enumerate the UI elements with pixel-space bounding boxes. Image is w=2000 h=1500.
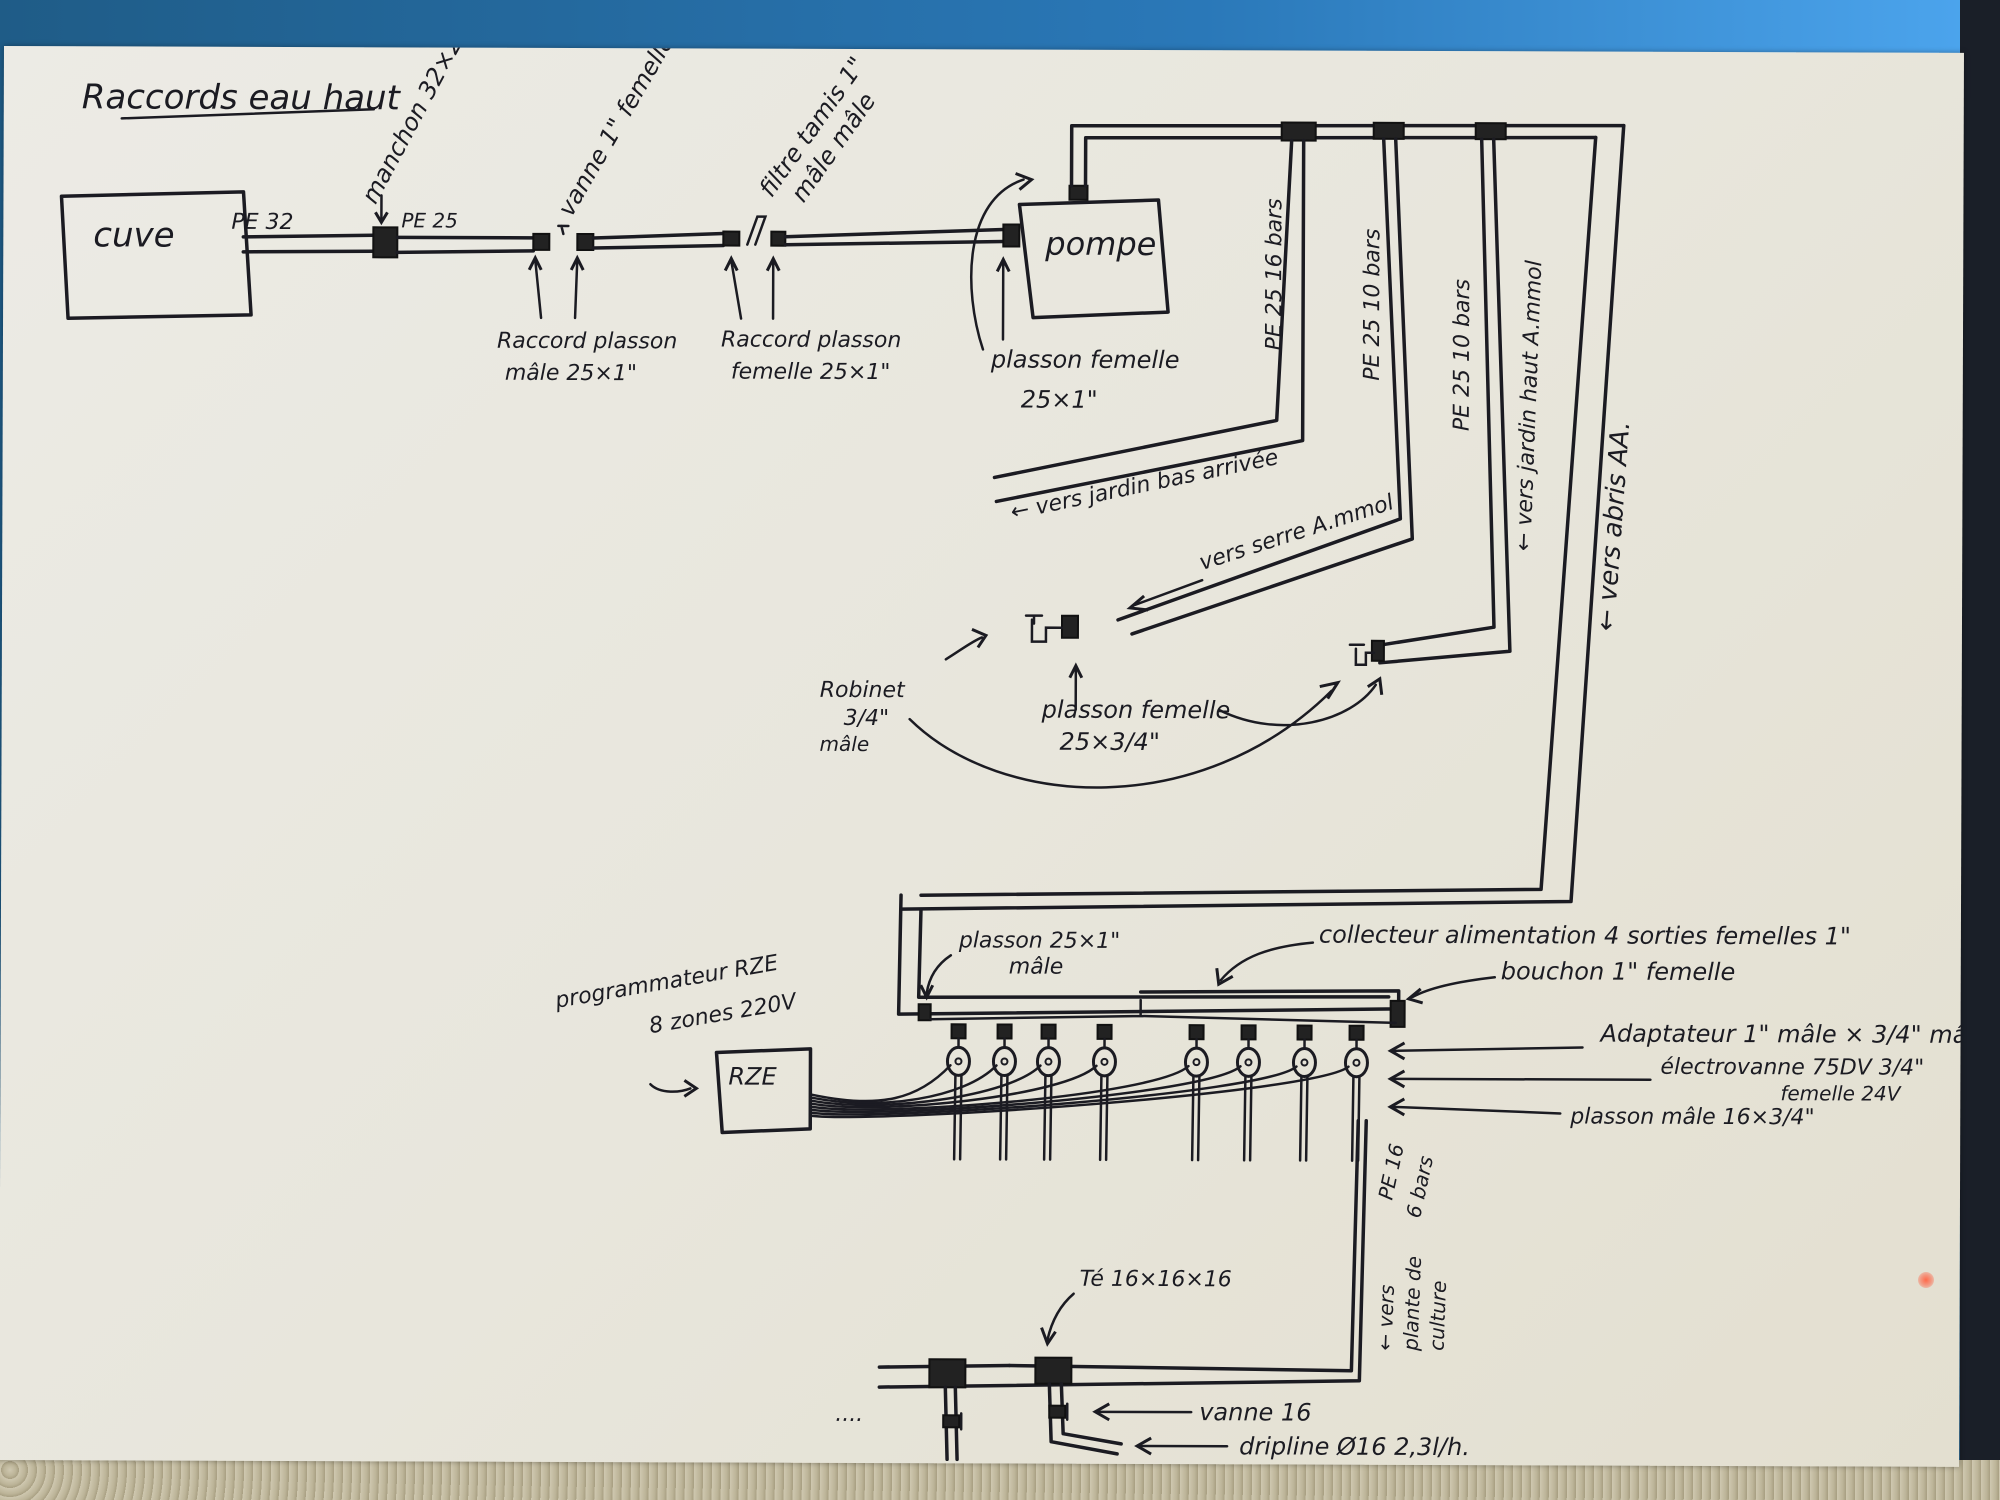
annotation-ellipsis: ....	[835, 1402, 863, 1427]
annotation-vanne: vanne 1" femelle femelle	[552, 46, 728, 221]
annotation-plasson-fem-pump-2: 25×1"	[1021, 386, 1098, 414]
pump-label: pompe	[1044, 225, 1156, 263]
control-wire	[811, 1064, 1042, 1107]
solenoid-valve-1	[811, 1023, 971, 1161]
solenoid-valve-5	[811, 1024, 1209, 1162]
annotation-vers-plante-1: ← vers	[1372, 1284, 1399, 1351]
annotation-vers-plante-3: culture	[1424, 1280, 1451, 1351]
annotation-raccord-fem-2: femelle 25×1"	[731, 360, 891, 386]
pipe-label-pe32: PE 32	[231, 210, 293, 235]
annotation-programmateur-2: 8 zones 220V	[647, 989, 800, 1039]
valve-handle	[557, 224, 570, 236]
pipe-label-pe25-16: PE 25 16 bars	[1262, 198, 1288, 350]
title-underline	[120, 108, 376, 120]
annotation-plasson-male-25-2: mâle	[1009, 955, 1064, 980]
annotation-vers-jardin-bas: ← vers jardin bas arrivée	[1008, 445, 1280, 525]
annotation-vers-jardin-haut: ← vers jardin haut A.mmol	[1511, 260, 1547, 552]
tap-jardin-haut	[1348, 643, 1376, 667]
annotation-adaptateur: Adaptateur 1" mâle × 3/4" mâle	[1599, 1020, 1964, 1049]
annotation-robinet-3: mâle	[820, 732, 870, 756]
collector-manifold	[896, 893, 1406, 1028]
annotation-raccord-male-1: Raccord plasson	[497, 329, 677, 355]
solenoid-valve-8	[811, 1024, 1369, 1162]
pe16-drip-line	[877, 1118, 1369, 1462]
annotation-collecteur: collecteur alimentation 4 sorties femell…	[1319, 921, 1851, 951]
annotation-manchon: manchon 32×25	[356, 46, 475, 208]
distribution-header	[899, 121, 1626, 911]
solenoid-valve-7	[811, 1024, 1317, 1162]
reducer-fitting	[372, 226, 399, 259]
control-wire	[811, 1065, 1298, 1116]
annotation-plasson-fem-pump-1: plasson femelle	[990, 345, 1180, 374]
plumbing-diagram: Raccords eau haut cuve PE 32 PE 25 manch…	[59, 46, 1964, 1462]
pointer-arrows-main	[534, 178, 1025, 351]
filter-fitting-left	[722, 230, 741, 247]
pump: pompe	[1017, 184, 1170, 320]
pump-inlet-fitting	[1002, 223, 1021, 248]
tank-label: cuve	[93, 215, 174, 255]
pipe-label-pe25: PE 25	[401, 208, 458, 232]
main-supply-line: PE 32 PE 25	[231, 208, 1021, 259]
background-carpet	[0, 1460, 2000, 1500]
valve-fitting	[576, 232, 595, 252]
red-indicator-light	[1918, 1272, 1934, 1288]
tap-serre	[1024, 614, 1064, 643]
annotation-plasson-male-16: plasson mâle 16×3/4"	[1569, 1104, 1814, 1130]
filter-body	[746, 215, 768, 246]
annotation-electrovanne-2: femelle 24V	[1780, 1081, 1901, 1105]
annotation-raccord-male-2: mâle 25×1"	[505, 361, 637, 386]
pipe-label-pe25-10b: PE 25 10 bars	[1450, 279, 1476, 431]
diagram-title: Raccords eau haut	[82, 77, 402, 118]
annotation-electrovanne-1: électrovanne 75DV 3/4"	[1660, 1055, 1924, 1081]
annotation-vers-plante-2: plante de	[1398, 1256, 1426, 1353]
pipe-label-pe25-10a: PE 25 10 bars	[1360, 229, 1386, 381]
annotation-robinet-2: 3/4"	[844, 706, 890, 731]
end-cap	[1389, 999, 1406, 1028]
control-wire	[811, 1064, 952, 1103]
control-wire	[811, 1064, 1190, 1111]
annotation-plasson-fem-34-2: 25×3/4"	[1060, 728, 1160, 756]
control-wire	[811, 1064, 1098, 1109]
solenoid-valve-4	[811, 1023, 1117, 1162]
control-wire	[811, 1065, 1242, 1114]
pipe-label-pe16-bars: 6 bars	[1401, 1154, 1438, 1220]
tee-fitting-2	[1034, 1356, 1073, 1385]
tee-fitting	[928, 1358, 967, 1389]
annotation-plasson-male-25-1: plasson 25×1"	[958, 928, 1121, 954]
annotation-te: Té 16×16×16	[1080, 1267, 1232, 1293]
annotation-goutteur: dripline Ø16 2,3l/h.	[1239, 1432, 1470, 1461]
plasson-male-fitting	[532, 232, 551, 251]
annotation-plasson-fem-34-1: plasson femelle	[1041, 696, 1231, 725]
controller-label: RZE	[728, 1063, 777, 1091]
paper-sheet: Raccords eau haut cuve PE 32 PE 25 manch…	[0, 46, 1964, 1467]
solenoid-valve-3	[811, 1023, 1061, 1161]
annotation-raccord-fem-1: Raccord plasson	[721, 328, 901, 354]
tank: cuve	[59, 190, 253, 320]
valve-16-body	[1048, 1404, 1067, 1419]
pipe-label-pe16: PE 16	[1373, 1142, 1408, 1202]
annotation-vers-serre: vers serre A.mmol	[1196, 490, 1397, 576]
controller-rze: RZE	[649, 1047, 813, 1135]
background-dark-edge	[1960, 0, 2000, 1500]
solenoid-valve-6	[811, 1024, 1261, 1162]
control-wire	[811, 1064, 998, 1105]
solenoid-valves	[811, 1023, 1369, 1162]
solenoid-valve-2	[811, 1023, 1017, 1161]
annotation-vers-abris: ← vers abris AA.	[1591, 420, 1636, 632]
annotation-bouchon: bouchon 1" femelle	[1501, 957, 1736, 986]
annotation-vanne16: vanne 16	[1199, 1398, 1311, 1426]
annotation-robinet-1: Robinet	[820, 678, 906, 703]
control-wire	[811, 1065, 1350, 1119]
